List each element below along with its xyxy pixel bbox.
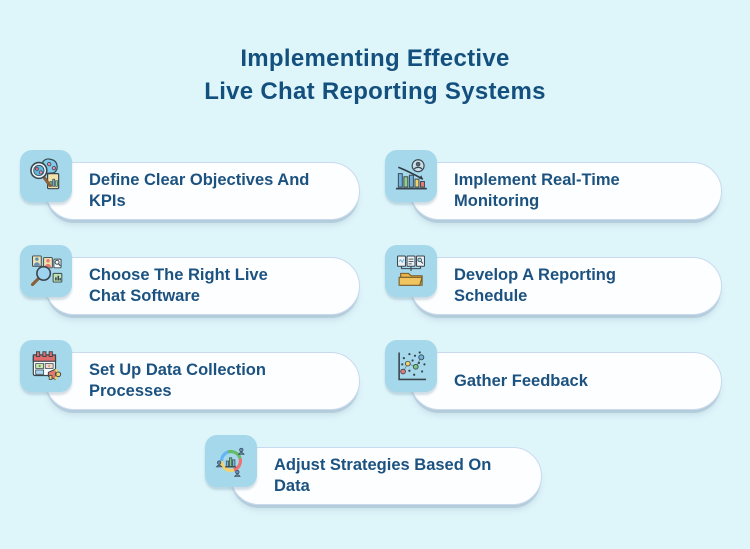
- step-card-real-time-monitoring: Implement Real-Time Monitoring: [385, 150, 722, 225]
- folder-documents-icon: [385, 245, 437, 297]
- scatter-plot-icon: [385, 340, 437, 392]
- title-line-1: Implementing Effective: [240, 45, 510, 72]
- card-pill: Set Up Data Collection Processes: [45, 352, 360, 410]
- card-pill: Adjust Strategies Based On Data: [230, 447, 542, 505]
- magnifier-people-icon: [20, 245, 72, 297]
- card-pill: Choose The Right Live Chat Software: [45, 257, 360, 315]
- cycle-people-chart-icon: [205, 435, 257, 487]
- declining-bar-chart-user-icon: [385, 150, 437, 202]
- card-pill: Develop A Reporting Schedule: [410, 257, 722, 315]
- card-label: Adjust Strategies Based On Data: [274, 456, 492, 495]
- card-pill: Define Clear Objectives And KPIs: [45, 162, 360, 220]
- card-label: Gather Feedback: [454, 371, 588, 390]
- card-label: Develop A Reporting Schedule: [454, 266, 616, 305]
- step-card-data-collection: Set Up Data Collection Processes: [20, 340, 360, 415]
- card-pill: Implement Real-Time Monitoring: [410, 162, 722, 220]
- step-card-define-objectives: Define Clear Objectives And KPIs: [20, 150, 360, 225]
- calendar-megaphone-icon: [20, 340, 72, 392]
- step-card-choose-software: Choose The Right Live Chat Software: [20, 245, 360, 320]
- card-label: Set Up Data Collection Processes: [89, 361, 266, 400]
- card-pill: Gather Feedback: [410, 352, 722, 410]
- step-card-gather-feedback: Gather Feedback: [385, 340, 722, 415]
- step-card-adjust-strategies: Adjust Strategies Based On Data: [205, 435, 542, 510]
- page-title: Implementing Effective Live Chat Reporti…: [0, 42, 750, 108]
- title-line-2: Live Chat Reporting Systems: [204, 78, 546, 105]
- card-label: Define Clear Objectives And KPIs: [89, 171, 310, 210]
- card-label: Implement Real-Time Monitoring: [454, 171, 620, 210]
- card-label: Choose The Right Live Chat Software: [89, 266, 268, 305]
- magnifier-pie-chart-icon: [20, 150, 72, 202]
- step-card-reporting-schedule: Develop A Reporting Schedule: [385, 245, 722, 320]
